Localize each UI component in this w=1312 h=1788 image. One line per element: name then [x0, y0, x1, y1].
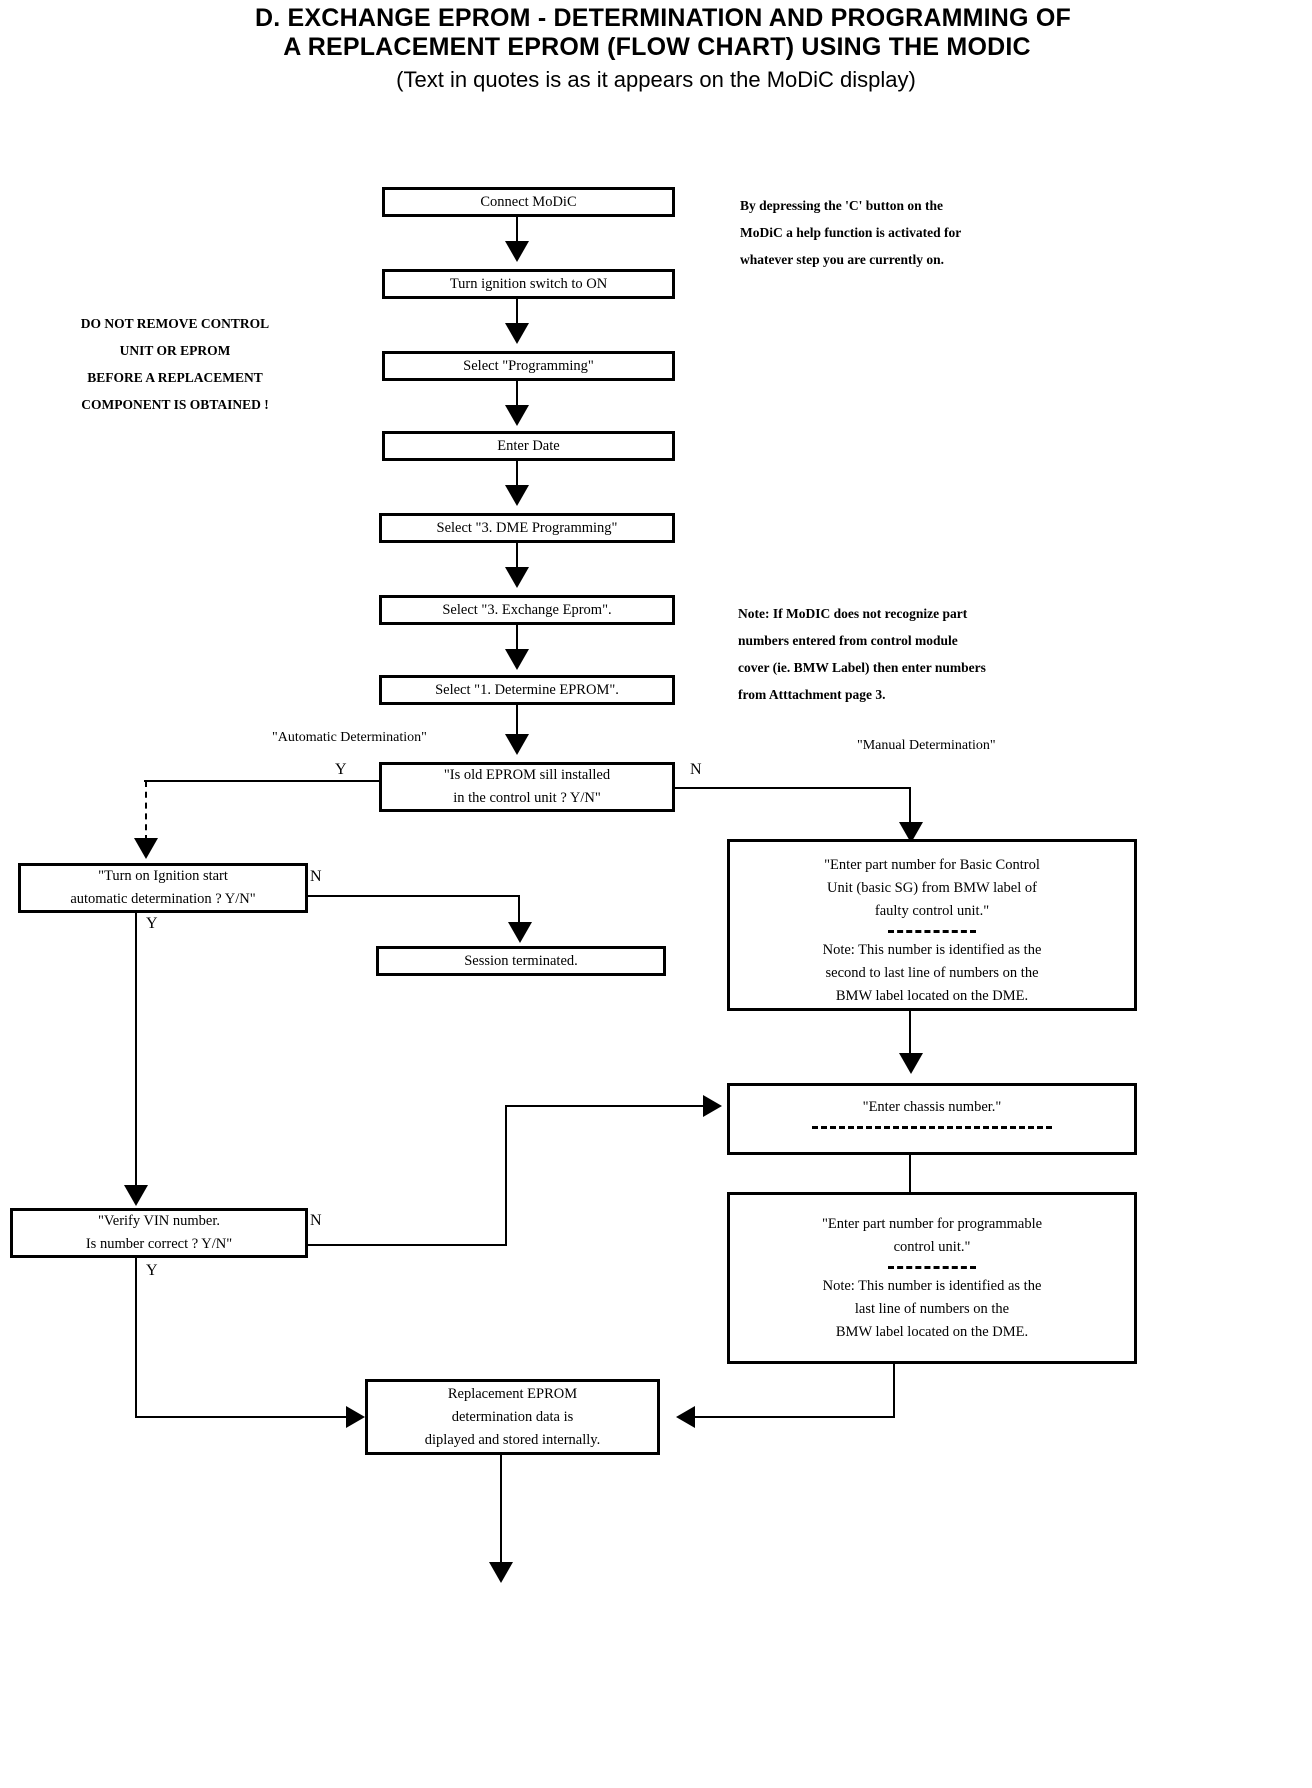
- node-enter-date[interactable]: Enter Date: [382, 431, 675, 461]
- node-enter-chassis-number[interactable]: "Enter chassis number.": [727, 1083, 1137, 1155]
- connector-line: [144, 780, 380, 782]
- arrow-down-icon: [505, 405, 529, 426]
- dashed-separator: [812, 1126, 1052, 1129]
- edge-label-decision-no: N: [690, 761, 702, 778]
- arrow-down-icon: [899, 822, 923, 843]
- connector-line: [516, 381, 518, 408]
- caption-manual-determination: "Manual Determination": [857, 738, 996, 753]
- edge-label-auto-det-no: N: [310, 868, 322, 885]
- caption-automatic-determination: "Automatic Determination": [272, 730, 427, 745]
- node-old-eprom-decision[interactable]: "Is old EPROM sill installed in the cont…: [379, 762, 675, 812]
- title-line-2: A REPLACEMENT EPROM (FLOW CHART) USING T…: [283, 33, 1031, 61]
- connector-line: [909, 1011, 911, 1057]
- edge-label-vin-yes: Y: [146, 1262, 158, 1279]
- dashed-separator: [888, 1266, 976, 1269]
- arrow-left-icon: [676, 1406, 695, 1428]
- connector-line: [518, 895, 520, 926]
- connector-line: [516, 461, 518, 488]
- node-exchange-eprom[interactable]: Select "3. Exchange Eprom".: [379, 595, 675, 625]
- connector-line: [135, 1416, 348, 1418]
- arrow-down-icon: [124, 1185, 148, 1206]
- connector-line: [516, 705, 518, 737]
- connector-line: [307, 1244, 507, 1246]
- connector-line: [695, 1416, 895, 1418]
- arrow-down-icon: [505, 485, 529, 506]
- help-note: By depressing the 'C' button on the MoDi…: [740, 198, 962, 267]
- node-enter-basic-part-number[interactable]: "Enter part number for Basic Control Uni…: [727, 839, 1137, 1011]
- arrow-down-icon: [899, 1053, 923, 1074]
- dashed-separator: [888, 930, 976, 933]
- node-dme-programming[interactable]: Select "3. DME Programming": [379, 513, 675, 543]
- title-line-1: D. EXCHANGE EPROM - DETERMINATION AND PR…: [255, 4, 1071, 32]
- connector-line: [893, 1364, 895, 1417]
- node-select-programming[interactable]: Select "Programming": [382, 351, 675, 381]
- connector-line: [307, 895, 520, 897]
- arrow-down-icon: [505, 323, 529, 344]
- node-verify-vin[interactable]: "Verify VIN number. Is number correct ? …: [10, 1208, 308, 1258]
- title-subtitle: (Text in quotes is as it appears on the …: [396, 67, 916, 92]
- part-number-note: Note: If MoDIC does not recognize part n…: [738, 606, 986, 702]
- arrow-down-icon: [489, 1562, 513, 1583]
- connector-line: [516, 299, 518, 326]
- connector-line: [135, 913, 137, 1188]
- page-title: D. EXCHANGE EPROM - DETERMINATION AND PR…: [0, 4, 1312, 95]
- connector-line-dashed: [145, 781, 147, 841]
- node-determine-eprom[interactable]: Select "1. Determine EPROM".: [379, 675, 675, 705]
- arrow-down-icon: [505, 567, 529, 588]
- arrow-down-icon: [505, 241, 529, 262]
- arrow-down-icon: [508, 922, 532, 943]
- node-connect-modic[interactable]: Connect MoDiC: [382, 187, 675, 217]
- connector-line: [516, 625, 518, 652]
- arrow-right-icon: [346, 1406, 365, 1428]
- arrow-down-icon: [505, 734, 529, 755]
- connector-line: [505, 1105, 705, 1107]
- arrow-down-icon: [505, 649, 529, 670]
- connector-line: [500, 1455, 502, 1565]
- edge-label-auto-det-yes: Y: [146, 915, 158, 932]
- node-session-terminated[interactable]: Session terminated.: [376, 946, 666, 976]
- node-replacement-eprom[interactable]: Replacement EPROM determination data is …: [365, 1379, 660, 1455]
- arrow-right-icon: [703, 1095, 722, 1117]
- connector-line: [516, 217, 518, 244]
- edge-label-decision-yes: Y: [335, 761, 347, 778]
- connector-line: [505, 1105, 507, 1245]
- node-ignition-on[interactable]: Turn ignition switch to ON: [382, 269, 675, 299]
- arrow-down-icon: [134, 838, 158, 859]
- warning-note: DO NOT REMOVE CONTROL UNIT OR EPROM BEFO…: [80, 316, 270, 412]
- edge-label-vin-no: N: [310, 1212, 322, 1229]
- connector-line: [909, 1155, 911, 1199]
- node-auto-determination[interactable]: "Turn on Ignition start automatic determ…: [18, 863, 308, 913]
- node-enter-programmable-part-number[interactable]: "Enter part number for programmable cont…: [727, 1192, 1137, 1364]
- connector-line: [135, 1258, 137, 1417]
- connector-line: [674, 787, 911, 789]
- connector-line: [909, 787, 911, 825]
- connector-line: [516, 543, 518, 570]
